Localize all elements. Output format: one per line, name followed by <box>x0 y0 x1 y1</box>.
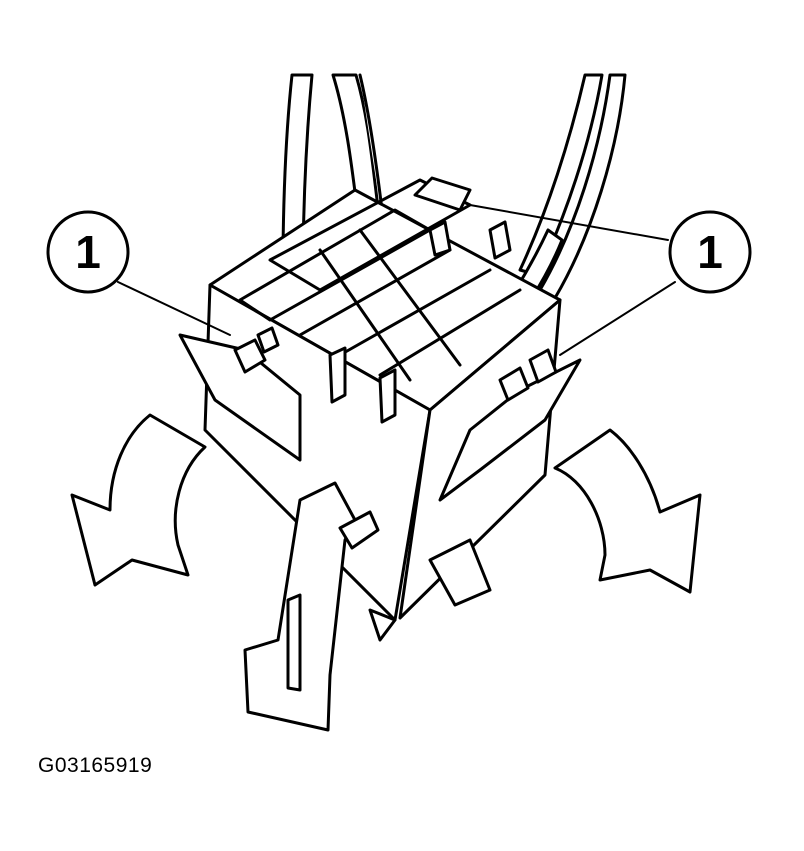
locking-tab-left <box>178 326 302 462</box>
callout-right-label: 1 <box>697 226 723 278</box>
leader-line-left <box>117 281 231 336</box>
callout-right: 1 <box>668 210 752 294</box>
locking-tab-right <box>438 348 582 502</box>
leader-line-right-upper <box>469 204 669 241</box>
release-latch <box>243 481 380 732</box>
leader-line-right-lower <box>559 281 676 356</box>
arrow-left <box>70 413 207 587</box>
figure-id-label: G03165919 <box>38 754 153 777</box>
callout-left-label: 1 <box>75 226 101 278</box>
arrow-right <box>553 428 702 594</box>
callout-left: 1 <box>46 210 130 294</box>
